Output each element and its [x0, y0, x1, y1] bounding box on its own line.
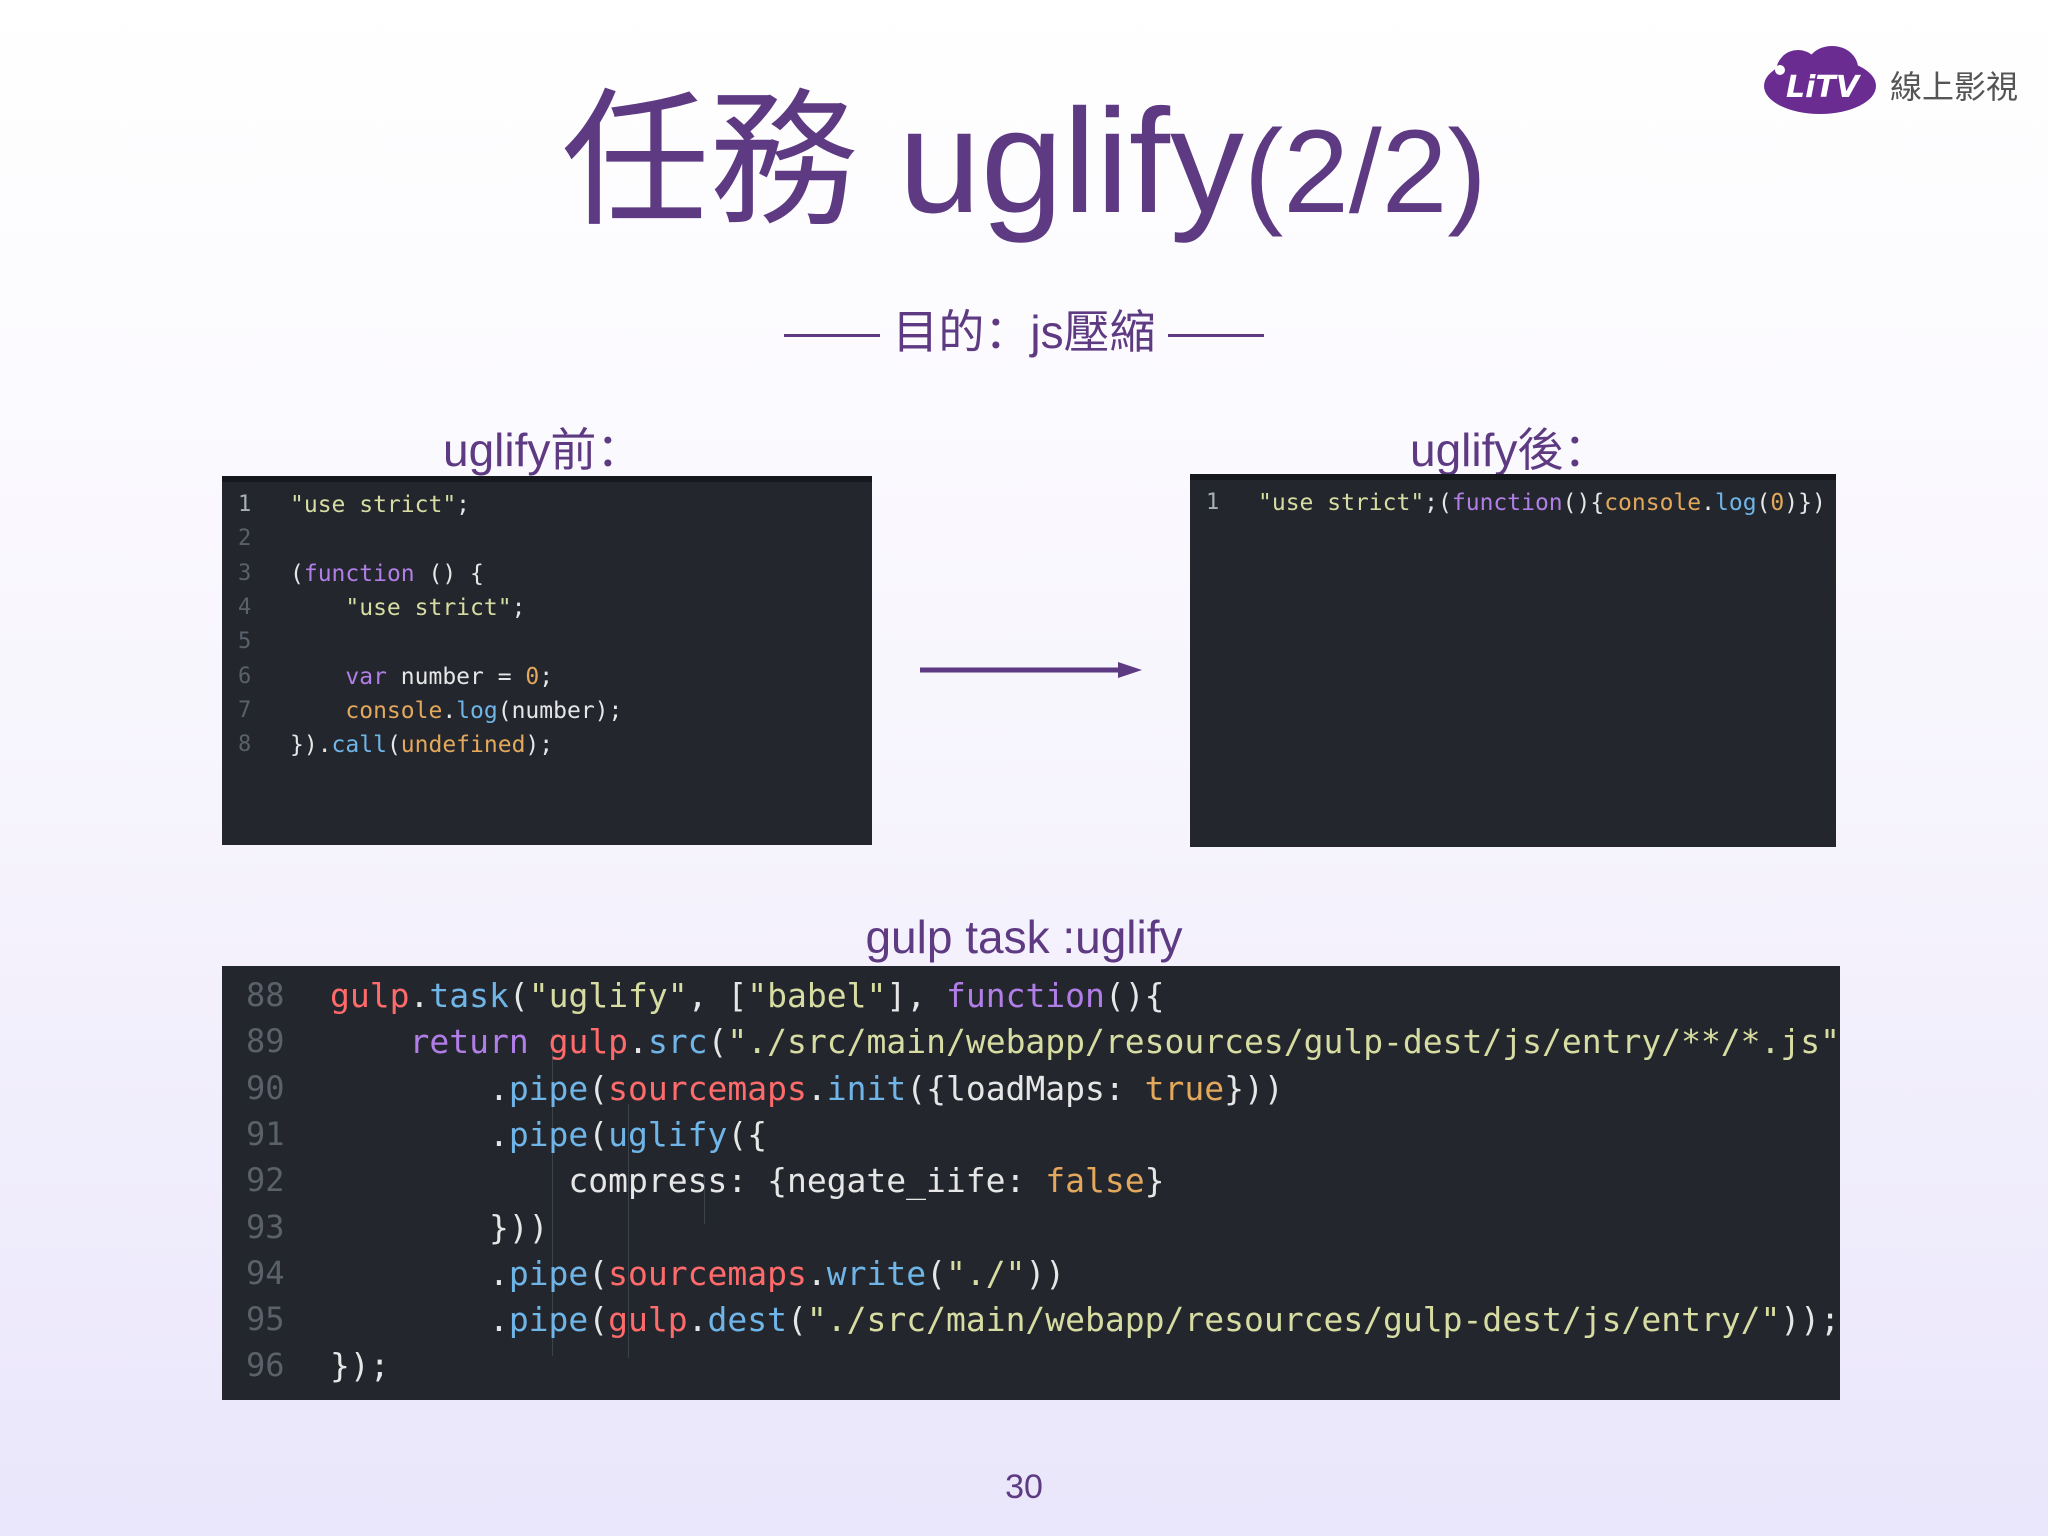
code-text: }).call(undefined);: [290, 732, 554, 759]
code-text: console.log(number);: [345, 697, 623, 724]
line-number: 6: [238, 663, 252, 689]
line-number: 5: [238, 629, 252, 655]
subtitle-dash-left: [784, 334, 881, 338]
code-text: })): [330, 1207, 549, 1247]
line-number: 96: [246, 1346, 285, 1385]
code-text: var number = 0;: [345, 663, 554, 690]
before-code-panel: 1 "use strict"; 2 3 (function () { 4 "use str…: [222, 476, 872, 845]
line-number: 93: [246, 1207, 285, 1246]
code-text: .pipe(uglify({: [330, 1114, 768, 1154]
line-number: 94: [246, 1253, 285, 1292]
line-number: 1: [238, 492, 252, 517]
line-number: 89: [246, 1022, 285, 1061]
line-number: 4: [238, 594, 252, 620]
code-text: "use strict";: [345, 594, 526, 621]
code-text: (function () {: [290, 560, 484, 587]
indent-guide: [628, 1104, 629, 1358]
subtitle-text: 目的：js壓縮: [892, 306, 1156, 358]
line-number: 92: [246, 1161, 285, 1200]
indent-guide: [552, 1034, 553, 1356]
indent-guide: [704, 1176, 705, 1224]
line-number: 3: [238, 560, 252, 586]
code-text: gulp.task("uglify", ["babel"], function(…: [330, 976, 1165, 1015]
before-label: uglify前：: [443, 424, 643, 476]
code-text: return gulp.src("./src/main/webapp/resou…: [409, 1022, 1840, 1062]
litv-cloud-logo: LiTV: [1764, 46, 1876, 114]
subtitle-dash-right: [1167, 334, 1264, 338]
line-number: 1: [1206, 490, 1220, 515]
page-number: 30: [1005, 1468, 1043, 1506]
code-text: "use strict";: [290, 492, 471, 518]
code-text: });: [330, 1346, 390, 1386]
code-text: .pipe(sourcemaps.init({loadMaps: true})): [330, 1068, 1284, 1108]
gulp-label: gulp task :uglify: [865, 911, 1183, 963]
after-code-panel: 1 "use strict";(function(){console.log(0)…: [1190, 474, 1836, 847]
line-number: 8: [238, 732, 252, 758]
logo-brand-text: LiTV: [1786, 70, 1862, 105]
code-text: "use strict";(function(){console.log(0)}…: [1258, 490, 1826, 516]
line-number: 88: [246, 976, 285, 1014]
title-main: 任務 uglify: [561, 79, 1244, 244]
arrow-right-icon: [920, 660, 1142, 685]
code-text: .pipe(gulp.dest("./src/main/webapp/resou…: [330, 1300, 1840, 1340]
logo-name: 線上影視: [1890, 68, 2019, 106]
line-number: 91: [246, 1114, 285, 1153]
line-number: 95: [246, 1300, 285, 1339]
line-number: 2: [238, 526, 252, 552]
code-text: compress: {negate_iife: false}: [330, 1161, 1165, 1201]
page-title: 任務 uglify(2/2): [0, 88, 2048, 236]
line-number: 90: [246, 1068, 285, 1107]
title-suffix: (2/2): [1243, 106, 1487, 238]
gulp-code-panel: 88 gulp.task("uglify", ["babel"], functio…: [222, 966, 1840, 1400]
brand-logo: LiTV 線上影視: [1760, 42, 2020, 118]
subtitle: 目的：js壓縮: [0, 296, 2048, 362]
after-label: uglify後：: [1410, 424, 1610, 476]
code-text: .pipe(sourcemaps.write("./")): [330, 1253, 1066, 1293]
line-number: 7: [238, 697, 252, 723]
